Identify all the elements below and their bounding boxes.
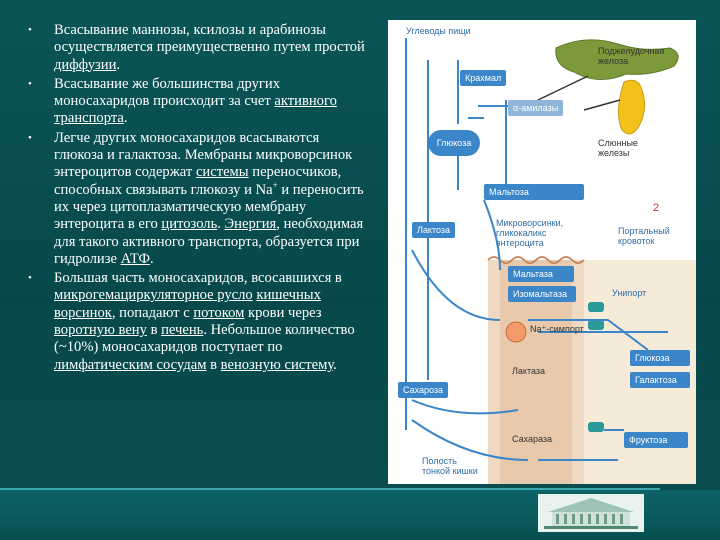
lumen-label: Полость тонкой кишки: [422, 456, 478, 476]
microvilli-label: Микроворсинки, гликокаликс энтероцита: [496, 218, 564, 248]
building-logo: [538, 494, 644, 532]
na-symporter-shape: [505, 321, 527, 343]
text-run: .: [217, 216, 225, 233]
isomaltase-box: Изомальтаза: [508, 286, 576, 302]
sucrose-box: Сахароза: [398, 382, 449, 398]
term-link[interactable]: лимфатическим сосудам: [54, 356, 207, 373]
sucrase-label: Сахараза: [512, 434, 553, 444]
glucose-right-box: Глюкоза: [630, 350, 690, 366]
term-link[interactable]: печень: [161, 322, 204, 339]
bullet-text: Большая часть моносахаридов, всосавшихся…: [54, 270, 370, 374]
uniporter-1: [588, 302, 604, 312]
text-run: в: [146, 322, 162, 339]
bullet-dot-icon: •: [28, 77, 32, 90]
text-run: .: [116, 56, 121, 73]
food-carbs-label: Углеводы пищи: [406, 26, 471, 36]
term-link[interactable]: цитозоль: [161, 216, 218, 233]
pancreas-shape: [555, 39, 679, 80]
salivary-gland-shape: [618, 79, 646, 135]
text-run: переносчиков, способных связывать глюкоз…: [54, 164, 342, 198]
term-link[interactable]: АТФ: [120, 250, 150, 267]
starch-box: Крахмал: [460, 70, 507, 86]
bullet-text: Всасывание же большинства других моносах…: [54, 76, 370, 128]
text-run: , попадают с: [111, 304, 194, 321]
bullet-dot-icon: •: [28, 24, 32, 36]
bullet-item: • Легче других моносахаридов всасываются …: [22, 130, 370, 268]
bullet-dot-icon: •: [28, 131, 32, 144]
term-link[interactable]: потоком: [193, 304, 245, 321]
term-link[interactable]: венозную систему: [220, 356, 334, 373]
portal-label: Портальный кровоток: [618, 226, 670, 246]
building-logo-graphic: [538, 494, 644, 532]
term-link[interactable]: воротную вену: [54, 322, 147, 339]
amylase-box: α-амилазы: [508, 100, 564, 116]
maltose-top-box: Мальтоза: [484, 184, 584, 200]
text-run: Легче других моносахаридов всасываются г…: [54, 129, 353, 181]
text-run: Большая часть моносахаридов, всосавшихся…: [54, 270, 342, 287]
text-run: Всасывание маннозы, ксилозы и арабинозы …: [54, 22, 365, 56]
text-run: .: [150, 250, 154, 267]
term-link[interactable]: Энергия: [224, 216, 277, 233]
term-link[interactable]: кишечных ворсинок: [54, 287, 321, 321]
na-symport-label: Na⁺-симпорт: [530, 324, 584, 334]
term-link[interactable]: системы: [195, 164, 249, 181]
text-run: крови через: [244, 304, 322, 321]
superscript: +: [272, 179, 278, 190]
text-run: .: [333, 356, 337, 373]
maltase-box: Мальтаза: [508, 266, 574, 282]
bullet-dot-icon: •: [28, 272, 32, 285]
bullet-item: • Всасывание же большинства других моноса…: [22, 76, 370, 128]
bottom-divider: [0, 488, 660, 490]
lactase-label: Лактаза: [512, 366, 546, 376]
bullet-item: • Всасывание маннозы, ксилозы и арабинозы…: [22, 22, 370, 74]
microvilli-edge: [487, 256, 585, 264]
lactose-box: Лактоза: [412, 222, 456, 238]
text-run: , необходимая для такого активного транс…: [54, 216, 364, 267]
text-run: .: [123, 110, 128, 127]
fructose-box: Фруктоза: [624, 432, 688, 448]
text-run: . Небольшое количество (~10%) моносахари…: [54, 322, 355, 356]
pancreas-label: Поджелудочная желоза: [598, 46, 665, 66]
text-run: в: [206, 356, 221, 373]
term-link[interactable]: микрогемациркуляторное русло: [54, 287, 253, 304]
figure-number: 2: [653, 202, 660, 214]
bullet-text: Всасывание маннозы, ксилозы и арабинозы …: [54, 22, 370, 74]
carbohydrate-absorption-diagram: Углеводы пищи Поджелудочная желоза Крахм…: [388, 20, 696, 484]
bullet-text: Легче других моносахаридов всасываются г…: [54, 130, 370, 268]
galactose-box: Галактоза: [630, 372, 690, 388]
term-link[interactable]: активного транспорта: [54, 93, 337, 127]
uniport-label: Униnорт: [612, 288, 647, 298]
text-run: Всасывание же большинства других моносах…: [54, 75, 281, 110]
term-link[interactable]: диффузии: [54, 56, 117, 73]
text-run: и переносить их через цитоплазматическую…: [54, 181, 364, 233]
diagram-graphics: [405, 38, 696, 484]
bullet-item: • Большая часть моносахаридов, всосавшихс…: [22, 270, 370, 374]
glucose-left-oval: Глюкоза: [428, 130, 480, 156]
bullet-list: • Всасывание маннозы, ксилозы и арабинозы…: [22, 22, 370, 376]
salivary-glands-label: Слюнные железы: [598, 138, 638, 158]
